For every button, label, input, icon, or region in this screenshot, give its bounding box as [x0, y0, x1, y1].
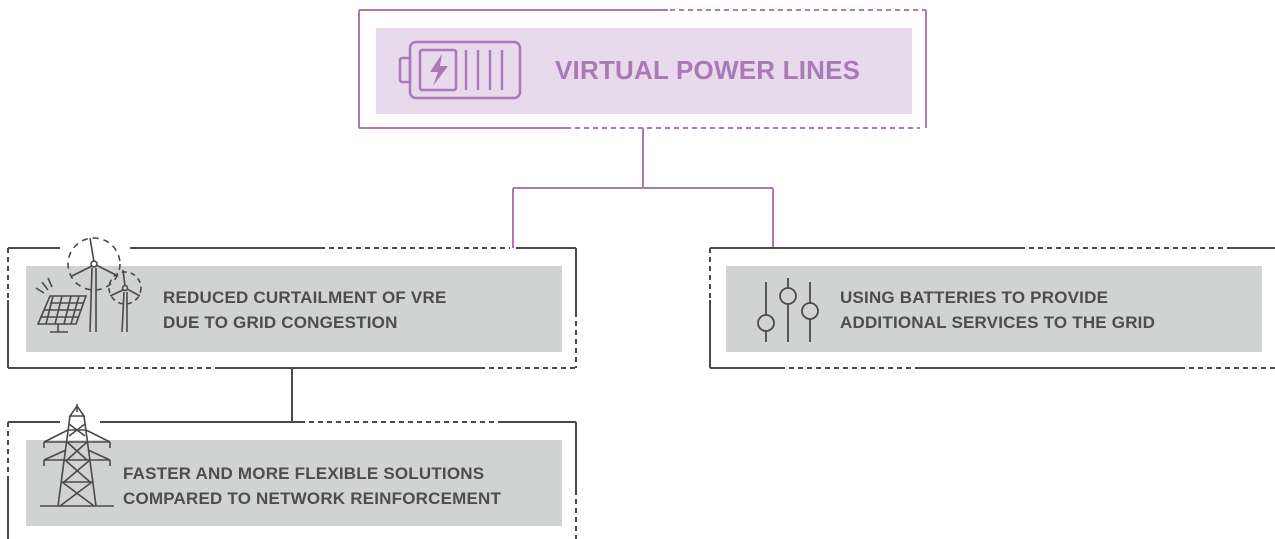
- branch-label-line: USING BATTERIES TO PROVIDE: [840, 288, 1109, 307]
- branch-label-curtailment: REDUCED CURTAILMENT OF VRE DUE TO GRID C…: [163, 285, 447, 335]
- branch-label-line: REDUCED CURTAILMENT OF VRE: [163, 288, 447, 307]
- branch-label-line: ADDITIONAL SERVICES TO THE GRID: [840, 313, 1156, 332]
- branch-label-line: DUE TO GRID CONGESTION: [163, 313, 398, 332]
- left-frame: [7, 247, 577, 422]
- branch-label-flexibility: FASTER AND MORE FLEXIBLE SOLUTIONS COMPA…: [123, 461, 501, 511]
- branch-box-flexibility: [26, 440, 562, 526]
- branch-box-curtailment: [26, 266, 562, 352]
- top-frame: [358, 9, 927, 129]
- right-frame: [709, 247, 1275, 369]
- wind-solar-icon: [35, 237, 142, 333]
- branch-label-line: COMPARED TO NETWORK REINFORCEMENT: [123, 489, 502, 508]
- branch-label-line: FASTER AND MORE FLEXIBLE SOLUTIONS: [123, 464, 485, 483]
- bottom-frame: [7, 421, 577, 539]
- battery-charging-icon: [398, 40, 522, 100]
- branch-label-batteries: USING BATTERIES TO PROVIDE ADDITIONAL SE…: [840, 285, 1155, 335]
- transmission-tower-icon: [40, 404, 114, 507]
- main-title: VIRTUAL POWER LINES: [555, 55, 861, 85]
- branch-box-batteries: [726, 266, 1262, 352]
- sliders-icon: [757, 278, 819, 342]
- top-connectors: [512, 128, 774, 248]
